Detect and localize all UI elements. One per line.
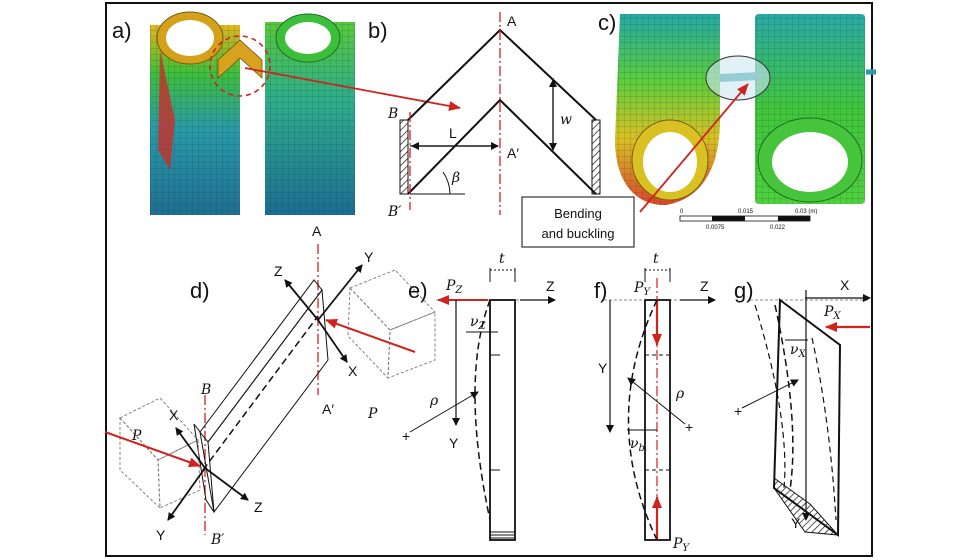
panel-b-geometry: b) [368, 12, 601, 215]
f-Z: Z [700, 278, 709, 294]
d-label-B-prime: B′ [210, 532, 225, 548]
e-nu-main: ν [470, 314, 479, 330]
panel-g-diagram: g) [734, 278, 871, 537]
scale-top-0: 0 [680, 209, 684, 215]
g-nu-sub: X [798, 349, 807, 360]
g-Px: PX [823, 304, 841, 322]
g-Px-main: P [823, 304, 834, 320]
e-rho: ρ [429, 393, 439, 409]
e-t: t [499, 251, 505, 267]
e-plus: + [402, 428, 410, 444]
g-X: X [840, 277, 850, 293]
d-P-right: P [367, 406, 378, 422]
scale-bottom-1: 0.022 [770, 225, 786, 231]
f-Py-top-main: P [633, 280, 644, 296]
label-w: w [560, 112, 572, 128]
g-nu-main: ν [790, 342, 799, 358]
d-lower-Y: Y [156, 527, 166, 543]
panel-c-fem-image: c) [598, 10, 876, 205]
panel-f-label: f) [594, 278, 607, 303]
e-Pz-sub: Z [454, 285, 463, 296]
f-nu-sub: b [639, 443, 645, 454]
callout-line-1: Bending [554, 206, 602, 221]
g-Y: Y [791, 515, 801, 531]
scale-top-1: 0.015 [738, 209, 754, 215]
panel-g-label: g) [734, 278, 754, 303]
e-nu-sub: Z [478, 321, 487, 332]
f-t: t [653, 251, 659, 267]
panel-a-label: a) [112, 18, 132, 43]
f-Y: Y [598, 360, 608, 376]
d-label-B: B [200, 382, 211, 398]
callout-box: Bending and buckling [521, 196, 635, 248]
g-plus: + [734, 403, 742, 419]
d-label-A: A [312, 223, 322, 239]
d-lower-X: X [169, 407, 179, 423]
d-upper-Y: Y [364, 249, 374, 265]
label-L: L [449, 125, 457, 141]
label-B-prime: B′ [387, 204, 402, 220]
panel-a-fem-image [148, 10, 358, 215]
panel-f-diagram: f) [594, 268, 716, 541]
label-beta: β [451, 170, 460, 186]
panel-b-label: b) [368, 18, 388, 43]
f-nu: νb [630, 436, 645, 454]
f-Py-bottom-sub: Y [682, 543, 690, 554]
f-Py-top-sub: Y [643, 287, 651, 298]
label-B: B [387, 106, 398, 122]
e-Pz-main: P [445, 278, 456, 294]
panel-c-label: c) [598, 10, 616, 35]
panel-d-label: d) [190, 278, 210, 303]
e-nu: νZ [470, 314, 487, 332]
label-A-prime: A′ [507, 145, 519, 161]
e-Pz: PZ [445, 278, 463, 296]
panel-d-3d-view: d) [104, 244, 436, 535]
f-Py-bottom-main: P [672, 536, 683, 552]
zoom-arrow-callout [639, 83, 749, 213]
g-nu: νX [790, 342, 807, 360]
panel-e-diagram: e) [408, 268, 556, 541]
callout-line-2: and buckling [542, 226, 615, 241]
e-Y: Y [449, 435, 459, 451]
e-Z: Z [546, 278, 555, 294]
f-plus: + [685, 419, 693, 435]
scale-bottom-0: 0.0075 [706, 225, 725, 231]
f-rho: ρ [675, 386, 685, 402]
d-P-left: P [131, 428, 142, 444]
f-Py-top: PY [633, 280, 651, 298]
g-Px-sub: X [832, 311, 841, 322]
label-A: A [507, 13, 517, 29]
panel-e-label: e) [408, 278, 428, 303]
d-label-A-prime: A′ [322, 401, 334, 417]
zoom-arrow-a-to-b [244, 67, 461, 111]
d-upper-X: X [348, 363, 358, 379]
d-upper-Z: Z [274, 263, 283, 279]
scale-top-2: 0.03 (m) [795, 209, 817, 215]
d-lower-Z: Z [254, 499, 263, 515]
scale-bar: 0 0.015 0.03 (m) 0.0075 0.022 [679, 209, 817, 231]
f-Py-bottom: PY [672, 536, 690, 554]
f-nu-main: ν [630, 436, 639, 452]
